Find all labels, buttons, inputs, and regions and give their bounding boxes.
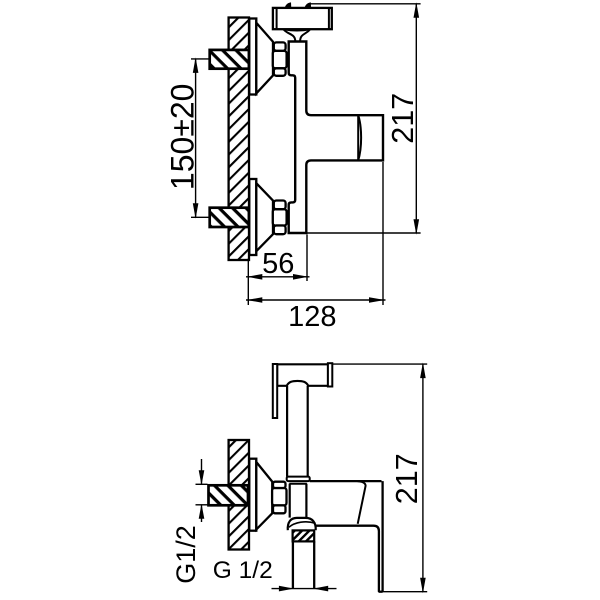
svg-text:G 1/2: G 1/2: [213, 557, 273, 584]
svg-text:217: 217: [386, 93, 420, 144]
svg-text:G1/2: G1/2: [171, 525, 201, 584]
svg-text:150±20: 150±20: [165, 84, 201, 191]
svg-text:217: 217: [390, 453, 424, 504]
svg-text:128: 128: [288, 301, 336, 333]
svg-text:56: 56: [262, 248, 294, 280]
